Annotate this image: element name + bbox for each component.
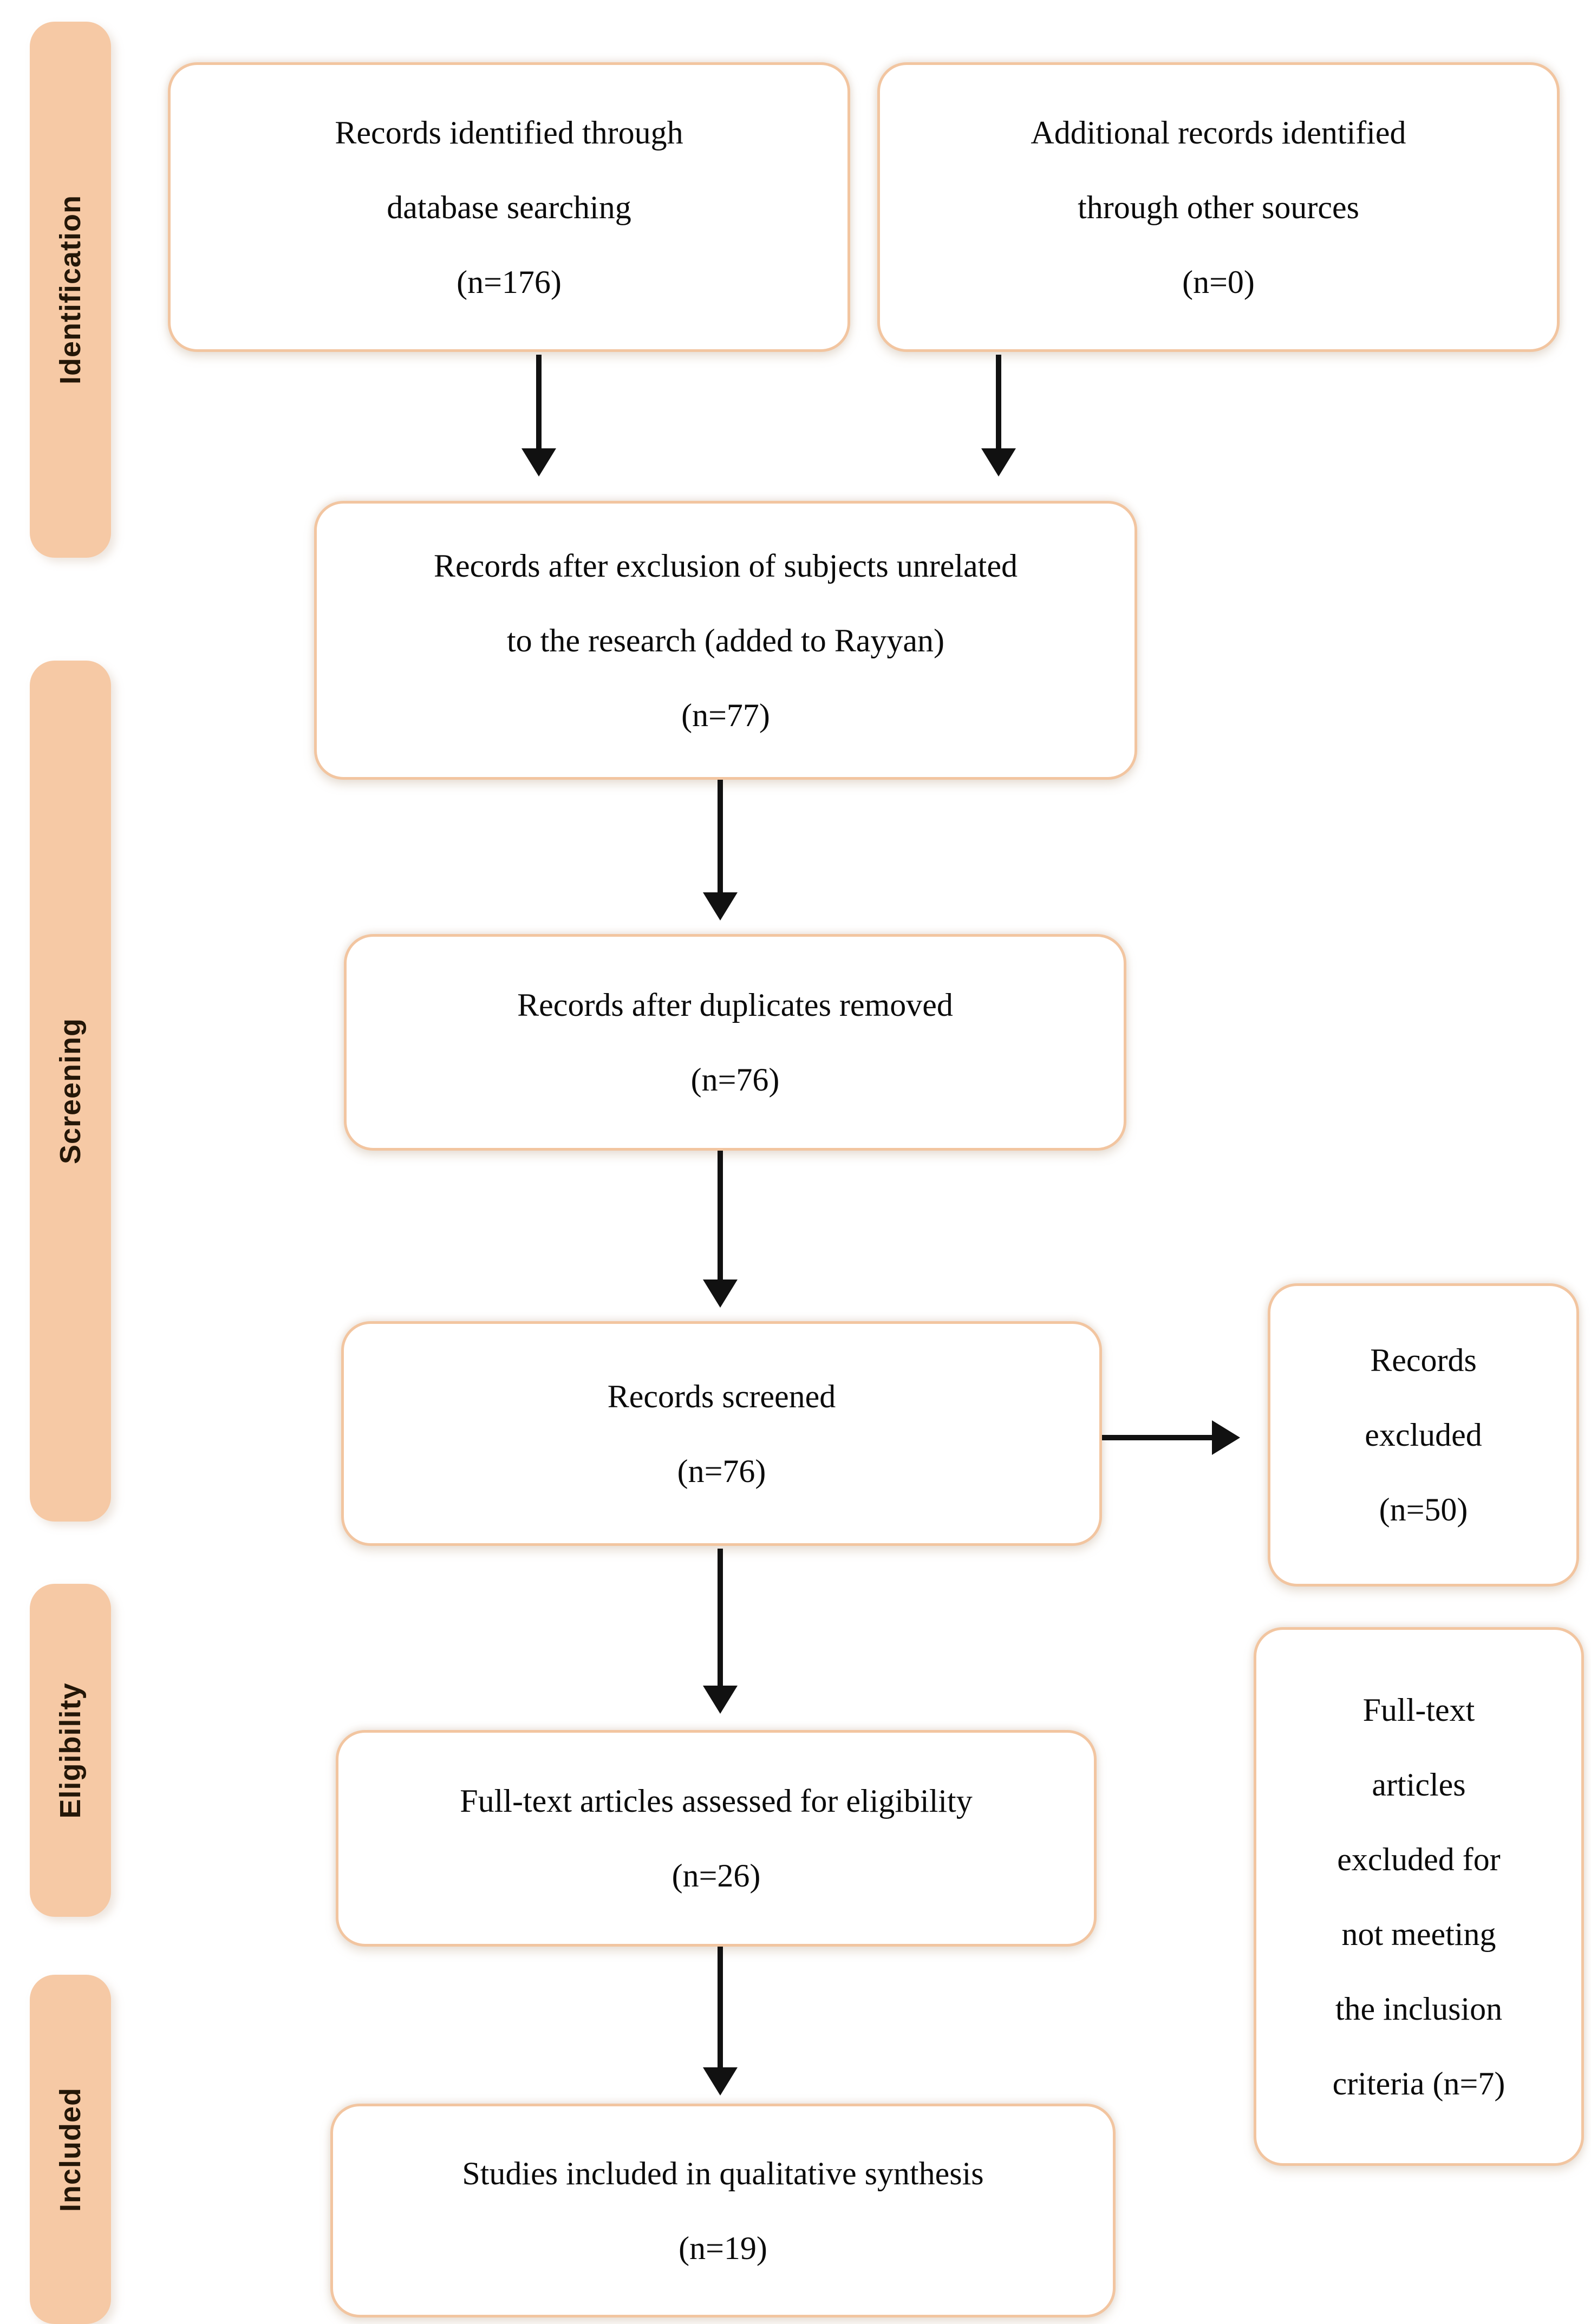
box-text-line: excluded [1365,1417,1482,1453]
box-records-identified: Records identified through database sear… [168,62,850,352]
arrow-down-exclusion-to-duplicates [703,780,738,921]
box-text-line: articles [1372,1766,1466,1803]
box-text-line: Studies included in qualitative synthesi… [462,2155,984,2191]
box-count: criteria (n=7) [1332,2065,1505,2101]
box-text-line: through other sources [1078,189,1359,225]
arrow-shaft [996,355,1001,452]
box-text-line: to the research (added to Rayyan) [507,622,944,658]
stage-label-included: Included [54,2087,87,2212]
box-full-text-assessed: Full-text articles assessed for eligibil… [336,1730,1097,1947]
box-text-line: not meeting [1341,1916,1496,1952]
arrow-head-icon [703,2067,738,2095]
arrow-down-screened-to-fulltext [703,1549,738,1714]
stage-bar-eligibility: Eligibility [30,1584,111,1917]
stage-bar-screening: Screening [30,661,111,1522]
box-text-line: Full-text [1362,1692,1475,1728]
box-text-line: excluded for [1337,1841,1501,1877]
box-count: (n=77) [681,697,770,733]
arrow-shaft [718,1947,723,2071]
arrow-shaft [1102,1435,1215,1440]
stage-label-identification: Identification [54,195,87,384]
box-text-line: the inclusion [1335,1990,1503,2027]
box-text-line: database searching [387,189,631,225]
stage-label-screening: Screening [54,1017,87,1165]
box-text-line: Records after exclusion of subjects unre… [434,547,1018,584]
box-text-line: Records screened [607,1378,836,1414]
stage-bar-included: Included [30,1975,111,2324]
box-text-line: Records [1370,1342,1477,1378]
arrow-head-icon [1212,1420,1240,1455]
box-count: (n=76) [690,1062,780,1098]
box-text-line: Additional records identified [1031,114,1406,151]
arrow-head-icon [981,448,1016,476]
stage-label-eligibility: Eligibility [54,1682,87,1819]
arrow-down-fulltext-to-included [703,1947,738,2095]
arrow-head-icon [703,892,738,921]
box-records-after-duplicates: Records after duplicates removed (n=76) [344,934,1126,1151]
arrow-shaft [718,1151,723,1283]
box-count: (n=19) [679,2230,767,2266]
box-text-line: Full-text articles assessed for eligibil… [460,1783,973,1819]
box-text-line: Records after duplicates removed [517,987,953,1023]
box-studies-included: Studies included in qualitative synthesi… [330,2104,1116,2318]
box-count: (n=26) [671,1858,761,1894]
arrow-right-screened-to-excluded [1102,1420,1240,1455]
stage-bar-identification: Identification [30,22,111,558]
arrow-shaft [718,780,723,896]
box-text-line: Records identified through [335,114,683,151]
box-additional-records: Additional records identified through ot… [877,62,1560,352]
arrow-down-duplicates-to-screened [703,1151,738,1308]
box-count: (n=50) [1379,1492,1468,1527]
arrow-down-identified-to-exclusion [521,355,556,476]
arrow-head-icon [703,1686,738,1714]
box-records-after-exclusion: Records after exclusion of subjects unre… [314,501,1137,780]
arrow-head-icon [703,1279,738,1308]
box-count: (n=176) [457,264,562,300]
box-count: (n=76) [677,1453,766,1489]
box-count: (n=0) [1182,264,1255,300]
arrow-shaft [536,355,542,452]
arrow-head-icon [521,448,556,476]
box-full-text-excluded: Full-text articles excluded for not meet… [1254,1627,1584,2166]
box-records-screened: Records screened (n=76) [341,1321,1102,1546]
arrow-shaft [718,1549,723,1689]
box-records-excluded: Records excluded (n=50) [1268,1283,1579,1587]
arrow-down-additional-to-exclusion [981,355,1016,476]
